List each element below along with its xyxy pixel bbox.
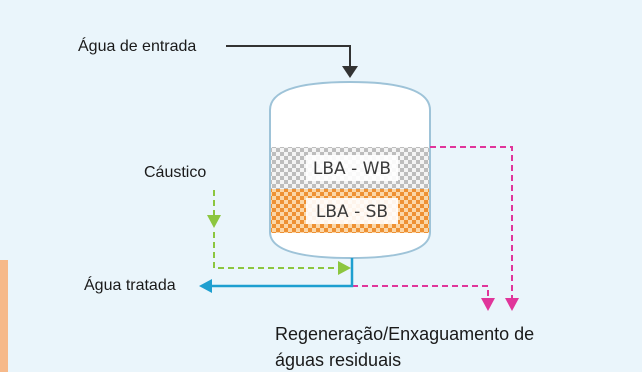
inlet-water-label: Água de entrada (78, 36, 196, 55)
waste-line-bottom (352, 285, 489, 300)
treated-arrowhead (199, 279, 212, 293)
caustic-arrowhead-right (338, 261, 351, 275)
inlet-arrowhead (342, 66, 358, 78)
treated-line (210, 258, 354, 288)
waste-arrowhead-left (481, 298, 495, 311)
left-accent-strip (0, 260, 8, 372)
layer-sb-label: LBA - SB (316, 202, 388, 222)
inlet-line (226, 45, 351, 70)
treated-water-label: Água tratada (84, 275, 176, 294)
waste-label-line2: águas residuais (275, 350, 401, 370)
layer-wb-label-box (306, 155, 398, 181)
waste-arrowhead-right (505, 298, 519, 311)
layer-wb-label: LBA - WB (313, 159, 391, 179)
waste-line-top (430, 146, 513, 300)
caustic-line-across (213, 232, 340, 269)
layer-sb-label-box (306, 198, 398, 224)
caustic-arrowhead-down (207, 215, 221, 228)
caustic-label: Cáustico (144, 164, 206, 181)
waste-label-line1: Regeneração/Enxaguamento de (275, 324, 534, 344)
